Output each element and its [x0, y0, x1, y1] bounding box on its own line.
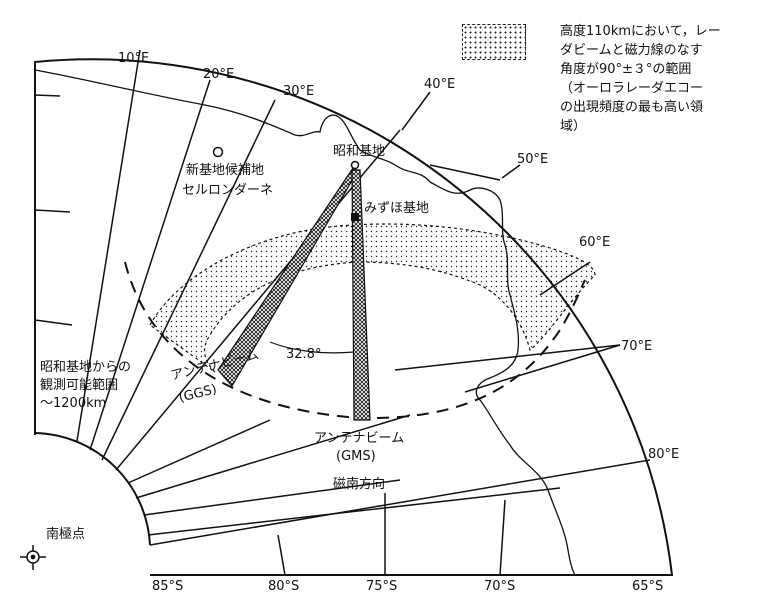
showa-station-marker [350, 160, 360, 170]
legend-line: 域） [560, 119, 587, 134]
map-outer-frame [34, 58, 674, 576]
label-40e: 40°E [424, 77, 455, 92]
legend-line: の出現頻度の最も高い領 [560, 100, 704, 115]
label-10e: 10°E [118, 51, 149, 66]
label-gms-beam: アンテナビーム [314, 431, 404, 446]
label-candidate-line1: 新基地候補地 [186, 162, 264, 178]
legend-line: 角度が90°±３°の範囲 [560, 62, 692, 77]
legend-line: ダビームと磁力線のなす [560, 43, 703, 58]
label-magnetic-south: 磁南方向 [333, 476, 385, 492]
pole-arc [34, 432, 151, 546]
meridian-lines [76, 49, 651, 546]
legend-line: （オーロラレーダエコー [560, 81, 704, 96]
label-beam-angle: 32.8° [286, 347, 321, 362]
label-ggs-code: (GGS) [177, 382, 218, 406]
legend-line: 高度110kmにおいて，レー [560, 24, 721, 39]
candidate-site-marker [212, 146, 224, 158]
label-south-pole: 南極点 [46, 526, 85, 542]
label-70e: 70°E [621, 339, 652, 354]
label-70s: 70°S [484, 579, 515, 594]
label-showa-station: 昭和基地 [333, 144, 385, 159]
beam-gms [351, 169, 371, 421]
aurora-echo-region [149, 223, 596, 373]
label-range-line1: 昭和基地からの [40, 360, 131, 375]
label-range-line3: ～1200km [40, 396, 106, 411]
label-80s: 80°S [268, 579, 299, 594]
latitude-ticks [277, 493, 506, 576]
label-candidate-line2: セルロンダーネ [182, 183, 273, 198]
beam-angle-arc [269, 341, 355, 354]
label-85s: 85°S [152, 579, 183, 594]
edge-ticks [34, 94, 73, 326]
south-pole-icon [20, 545, 46, 570]
label-80e: 80°E [648, 447, 679, 462]
label-65s: 65°S [632, 579, 663, 594]
label-20e: 20°E [203, 67, 234, 82]
legend-description: 高度110kmにおいて，レー ダビームと磁力線のなす 角度が90°±３°の範囲 … [560, 22, 755, 136]
coastline [34, 69, 576, 576]
label-gms-code: (GMS) [336, 449, 376, 464]
label-mizuho-station: みずほ基地 [364, 201, 429, 216]
label-range-line2: 観測可能範囲 [40, 378, 118, 393]
mizuho-station-marker [351, 213, 359, 221]
label-75s: 75°S [366, 579, 397, 594]
label-60e: 60°E [579, 235, 610, 250]
legend-swatch [462, 24, 526, 60]
label-30e: 30°E [283, 84, 314, 99]
observable-range-arc [124, 261, 586, 420]
label-50e: 50°E [517, 152, 548, 167]
